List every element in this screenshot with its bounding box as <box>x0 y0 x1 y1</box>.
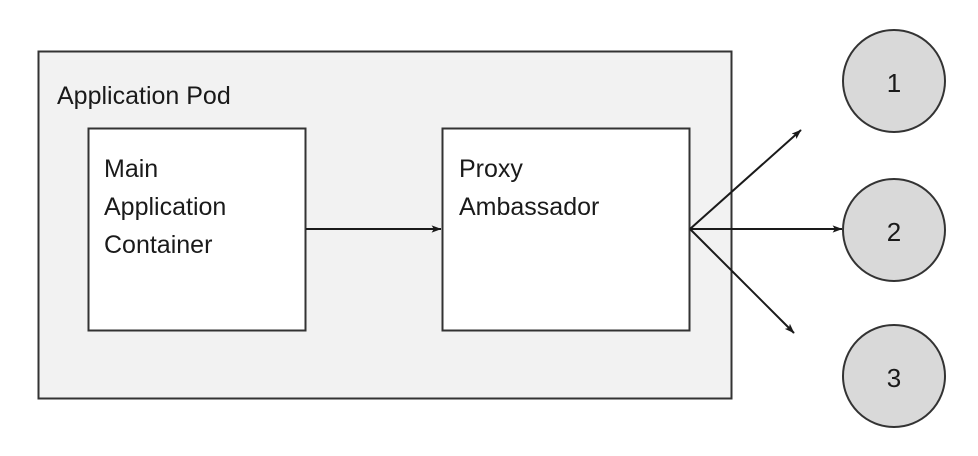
external-service-1-circle[interactable] <box>842 29 946 133</box>
main-application-container-line-1: Main <box>104 155 158 183</box>
external-service-2-label: 2 <box>887 217 901 247</box>
external-service-2-circle[interactable] <box>842 178 946 282</box>
application-pod-title: Application Pod <box>57 82 231 110</box>
external-service-1-label: 1 <box>887 68 901 98</box>
main-application-container-line-3: Container <box>104 231 212 259</box>
connector-proxy-to-service-3[interactable] <box>689 228 795 334</box>
external-service-3-circle[interactable] <box>842 324 946 428</box>
proxy-ambassador-line-1: Proxy <box>459 155 523 183</box>
main-application-container-box[interactable] <box>87 127 307 332</box>
main-application-container-line-2: Application <box>104 193 226 221</box>
external-service-3-label: 3 <box>887 363 901 393</box>
connector-proxy-to-service-1[interactable] <box>689 129 802 230</box>
proxy-ambassador-line-2: Ambassador <box>459 193 599 221</box>
proxy-ambassador-container-box[interactable] <box>441 127 691 332</box>
